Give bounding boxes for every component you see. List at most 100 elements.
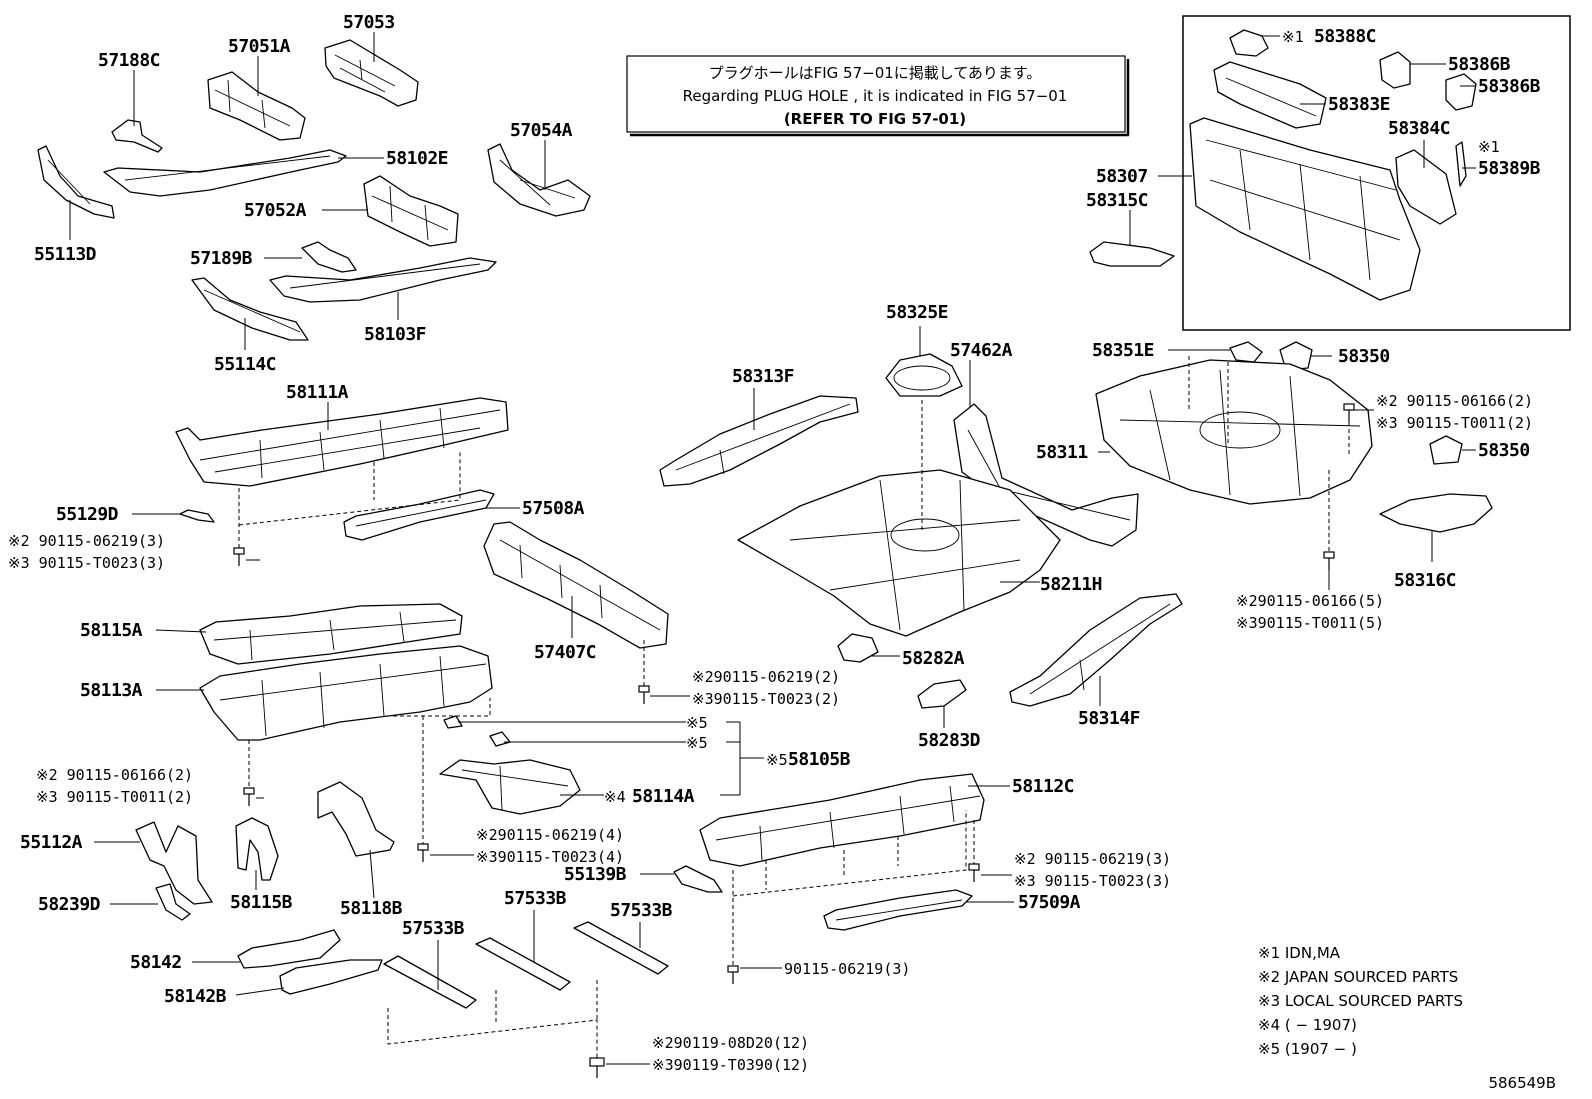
notice-line-2: Regarding PLUG HOLE , it is indicated in… [683,87,1068,105]
label-57533B-3: 57533B [610,900,673,921]
label-58283D: 58283D [918,730,981,751]
bolt-icon [968,863,980,882]
label-57188C: 57188C [98,50,160,71]
bolt-callout-9-local: ※390115-T0011(5) [1236,614,1384,632]
legend-item-2: ※2 JAPAN SOURCED PARTS [1258,968,1458,986]
label-58389B: 58389B [1478,158,1541,179]
label-58239D: 58239D [38,894,101,915]
label-58313F: 58313F [732,366,794,387]
bolt-callout-8-local: ※3 90115-T0011(2) [1376,414,1533,432]
legend-item-3: ※3 LOCAL SOURCED PARTS [1258,992,1463,1010]
label-58350-1: 58350 [1338,346,1390,367]
label-55112A: 55112A [20,832,83,853]
mark-5: ※5 [766,751,788,769]
mark-1: ※1 [1282,28,1304,46]
label-58142B: 58142B [164,986,227,1007]
bolt-icon [417,843,429,862]
label-58351E: 58351E [1092,340,1154,361]
label-58102E: 58102E [386,148,448,169]
label-55139B: 55139B [564,864,627,885]
legend-item-4: ※4 ( − 1907) [1258,1016,1357,1034]
label-58113A: 58113A [80,680,143,701]
label-58282A: 58282A [902,648,965,669]
label-58384C: 58384C [1388,118,1450,139]
label-55129D: 55129D [56,504,119,525]
figure-id: 586549B [1488,1074,1556,1092]
bolt-icon [243,787,255,806]
label-57189B: 57189B [190,248,253,269]
label-58111A: 58111A [286,382,349,403]
label-58325E: 58325E [886,302,948,323]
bolt-callout-5-jp: ※2 90115-06219(3) [1014,850,1171,868]
legend-item-1: ※1 IDN,MA [1258,944,1341,962]
bolt-icon [233,547,245,566]
label-58314F: 58314F [1078,708,1140,729]
bolt-callout-1-local: ※3 90115-T0023(3) [8,554,165,572]
label-58386B-2: 58386B [1478,76,1541,97]
legend-item-5: ※5 (1907 − ) [1258,1040,1357,1058]
label-57508A: 57508A [522,498,585,519]
label-55113D: 55113D [34,244,97,265]
label-58350-2: 58350 [1478,440,1530,461]
label-58315C: 58315C [1086,190,1148,211]
mark-4: ※4 [604,788,626,806]
label-58114A: 58114A [632,786,695,807]
label-57053: 57053 [343,12,395,33]
label-57533B-2: 57533B [504,888,567,909]
label-58307: 58307 [1096,166,1148,187]
label-58316C: 58316C [1394,570,1456,591]
label-58103F: 58103F [364,324,426,345]
bolt-icon [638,685,650,704]
bolt-callout-3-local: ※3 90115-T0011(2) [36,788,193,806]
bolt-callout-5-local: ※3 90115-T0023(3) [1014,872,1171,890]
bolt-callout-2-local: ※390115-T0023(2) [692,690,840,708]
label-58211H: 58211H [1040,574,1102,595]
label-57462A: 57462A [950,340,1013,361]
bolt-icon [1343,403,1355,422]
label-58383E: 58383E [1328,94,1390,115]
label-57509A: 57509A [1018,892,1081,913]
bolt-icons [233,403,1355,1078]
bolt-callout-7-local: ※390119-T0390(12) [652,1056,809,1074]
label-58112C: 58112C [1012,776,1074,797]
bolt-callout-9-jp: ※290115-06166(5) [1236,592,1384,610]
bolt-icon [1323,551,1335,570]
label-58115A: 58115A [80,620,143,641]
bolt-callouts: ※2 90115-06219(3) ※3 90115-T0023(3) ※290… [8,392,1533,1074]
bolt-callout-8-jp: ※2 90115-06166(2) [1376,392,1533,410]
inset-frame [1182,15,1571,331]
mark-1b: ※1 [1478,138,1500,156]
label-58311: 58311 [1036,442,1088,463]
notice-line-3: (REFER TO FIG 57-01) [784,110,966,128]
label-57051A: 57051A [228,36,291,57]
legend: ※1 IDN,MA ※2 JAPAN SOURCED PARTS ※3 LOCA… [1258,944,1463,1058]
label-55114C: 55114C [214,354,276,375]
bolt-icon [589,1057,605,1078]
leader-lines [69,32,1476,1065]
notice-line-1: プラグホールはFIG 57−01に掲載してあります。 [709,64,1042,82]
label-57533B-1: 57533B [402,918,465,939]
notice-box: プラグホールはFIG 57−01に掲載してあります。 Regarding PLU… [626,55,1130,137]
label-58105B: 58105B [788,749,851,770]
bolt-callout-1-jp: ※2 90115-06219(3) [8,532,165,550]
mark-5b: ※5 [686,734,708,752]
bolt-callout-4-jp: ※290115-06219(4) [476,826,624,844]
part-shapes [37,29,1493,1009]
label-57407C: 57407C [534,642,596,663]
bolt-callout-7-jp: ※290119-08D20(12) [652,1034,809,1052]
label-58388C: 58388C [1314,26,1376,47]
label-58115B: 58115B [230,892,293,913]
label-57052A: 57052A [244,200,307,221]
label-58118B: 58118B [340,898,403,919]
label-58142: 58142 [130,952,182,973]
mark-5a: ※5 [686,714,708,732]
label-57054A: 57054A [510,120,573,141]
label-58386B-1: 58386B [1448,54,1511,75]
bolt-callout-4-local: ※390115-T0023(4) [476,848,624,866]
bolt-icon [727,965,739,984]
bolt-callout-6: 90115-06219(3) [784,960,910,978]
bolt-callout-2-jp: ※290115-06219(2) [692,668,840,686]
bolt-callout-3-jp: ※2 90115-06166(2) [36,766,193,784]
part-labels: 57053 57188C 57051A 58102E 57054A 55113D… [20,12,1541,1007]
